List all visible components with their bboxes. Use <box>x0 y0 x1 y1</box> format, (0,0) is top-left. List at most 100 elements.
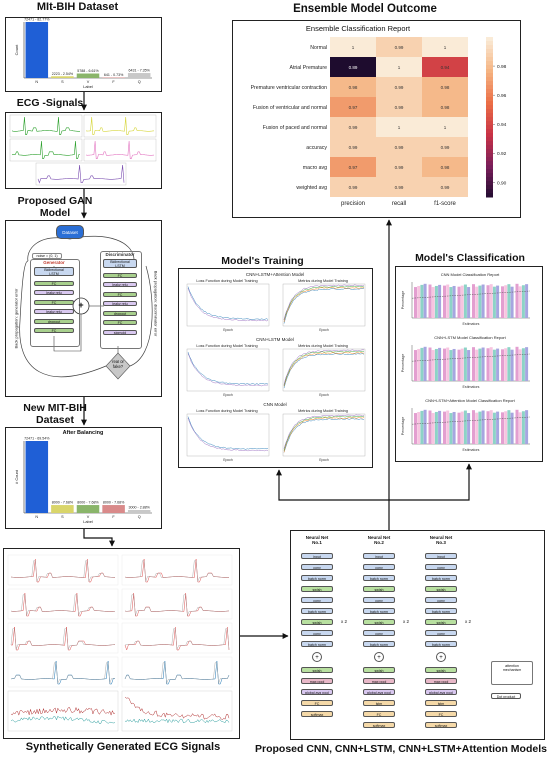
classification-bar <box>424 284 427 318</box>
colorbar-segment <box>486 121 493 126</box>
colorbar-segment <box>486 189 493 194</box>
classification-bar <box>522 411 525 444</box>
colorbar-segment <box>486 89 493 94</box>
net-layer: swish <box>301 667 333 673</box>
net-layer: swish <box>301 586 333 592</box>
synthetic-signal-grid <box>4 549 238 737</box>
gan-layer: leaky relu <box>103 301 137 306</box>
classification-bar <box>482 348 485 381</box>
classification-bar <box>424 347 427 381</box>
net-layer: batch norm <box>363 608 395 614</box>
synthetic-panel <box>8 555 118 585</box>
gan-layer: Bidirectional LSTM <box>103 259 137 268</box>
classification-bar <box>438 348 441 381</box>
training-plot-title: Loss Function during Model Training <box>196 344 257 348</box>
heatmap-title: Ensemble Classification Report <box>233 24 483 33</box>
net-layer: max pool <box>425 678 457 684</box>
gan-backprop-right: Back propagation: discriminator error <box>154 264 159 344</box>
heatmap-value: 0.99 <box>349 145 358 150</box>
classification-bar <box>472 410 475 444</box>
gan-backprop-left: Back propagation: generator error <box>14 279 19 359</box>
classification-y-label: Percentage <box>401 354 405 372</box>
net-layer: batch norm <box>425 641 457 647</box>
gan-dataset-node: Dataset <box>56 225 84 239</box>
colorbar-segment <box>486 113 493 118</box>
repeat-label: x 2 <box>399 619 413 624</box>
bar-label: 641 - 0.73% <box>104 73 124 77</box>
heatmap-col-label: precision <box>341 201 365 207</box>
training-panel-heading: CNN Model <box>263 402 286 407</box>
classification-bar <box>496 286 499 318</box>
classification-panel-title: CNN Model Classification Report <box>441 272 500 277</box>
classification-bar <box>435 412 438 444</box>
colorbar-tick-label: 0.98 <box>497 64 507 70</box>
gan-layer: FC <box>103 292 137 297</box>
classification-bar-charts: CNN Model Classification ReportEstimator… <box>396 267 541 460</box>
colorbar-segment <box>486 49 493 54</box>
classification-bar <box>525 347 528 381</box>
net-layer: softmax <box>363 722 395 728</box>
net-layer: global avg pool <box>425 689 457 695</box>
training-x-label: Epoch <box>223 328 233 332</box>
synthetic-signals-box <box>3 548 240 739</box>
classification-bar <box>429 285 432 318</box>
net-layer: swish <box>301 619 333 625</box>
classification-bar <box>501 349 504 381</box>
gan-layer: dropout <box>103 311 137 316</box>
classification-bar <box>432 350 435 381</box>
heatmap-row-label: Fusion of ventricular and normal <box>253 105 327 111</box>
repeat-label: x 2 <box>337 619 351 624</box>
x-label: Label <box>83 519 93 524</box>
heatmap-value: 0.99 <box>395 185 404 190</box>
colorbar-segment <box>486 141 493 146</box>
colorbar-segment <box>486 145 493 150</box>
net-layer: conv <box>363 597 395 603</box>
bar <box>26 441 49 513</box>
colorbar-segment <box>486 169 493 174</box>
classification-bar <box>482 411 485 444</box>
net-layer: softmax <box>301 711 333 717</box>
title-proposed: Proposed CNN, CNN+LSTM, CNN+LSTM+Attenti… <box>255 743 545 755</box>
bar-label: 2223 - 2.54% <box>52 72 74 76</box>
classification-bar <box>501 412 504 444</box>
heatmap-row-label: Normal <box>310 45 327 51</box>
gan-layer: sigmoid <box>103 330 137 335</box>
net-layer: batch norm <box>301 608 333 614</box>
colorbar-tick-label: 0.96 <box>497 93 507 99</box>
tick-label: Q <box>138 515 141 519</box>
gan-layer: FC <box>34 281 74 286</box>
ecg-panel <box>10 115 82 137</box>
gan-layer: FC <box>103 273 137 278</box>
classification-bar <box>525 410 528 444</box>
classification-x-label: Estimators <box>463 448 480 452</box>
arrow-newmit-synth <box>84 529 112 546</box>
training-box: CNN+LSTM+Attention ModelLoss Function du… <box>178 268 373 468</box>
colorbar-segment <box>486 117 493 122</box>
classification-bar <box>493 350 496 381</box>
classification-bar <box>438 411 441 444</box>
y-label: # Count <box>14 469 19 484</box>
training-plot <box>187 284 269 326</box>
net-layer: max pool <box>301 678 333 684</box>
gan-layer: leaky relu <box>34 290 74 295</box>
gan-layer: FC <box>103 320 137 325</box>
x-label: Label <box>83 84 93 89</box>
classification-bar <box>446 411 449 444</box>
classification-bar <box>478 286 481 318</box>
tick-label: Q <box>138 80 141 84</box>
heatmap-value: 0.99 <box>441 185 450 190</box>
gan-layer: Bidirectional LSTM <box>34 267 74 276</box>
classification-bar <box>490 284 493 318</box>
classification-bar <box>417 349 420 381</box>
classification-bar <box>504 285 507 318</box>
training-x-label: Epoch <box>223 458 233 462</box>
classification-bar <box>424 410 427 444</box>
classification-bar <box>511 287 514 318</box>
synthetic-panel <box>8 657 118 687</box>
classification-bar <box>449 413 452 444</box>
title-ensemble: Ensemble Model Outcome <box>245 3 485 15</box>
classification-bar <box>458 350 461 381</box>
classification-bar <box>487 411 490 444</box>
net-layer: conv <box>301 564 333 570</box>
training-plot-title: Metrics during Model Training <box>298 279 348 283</box>
